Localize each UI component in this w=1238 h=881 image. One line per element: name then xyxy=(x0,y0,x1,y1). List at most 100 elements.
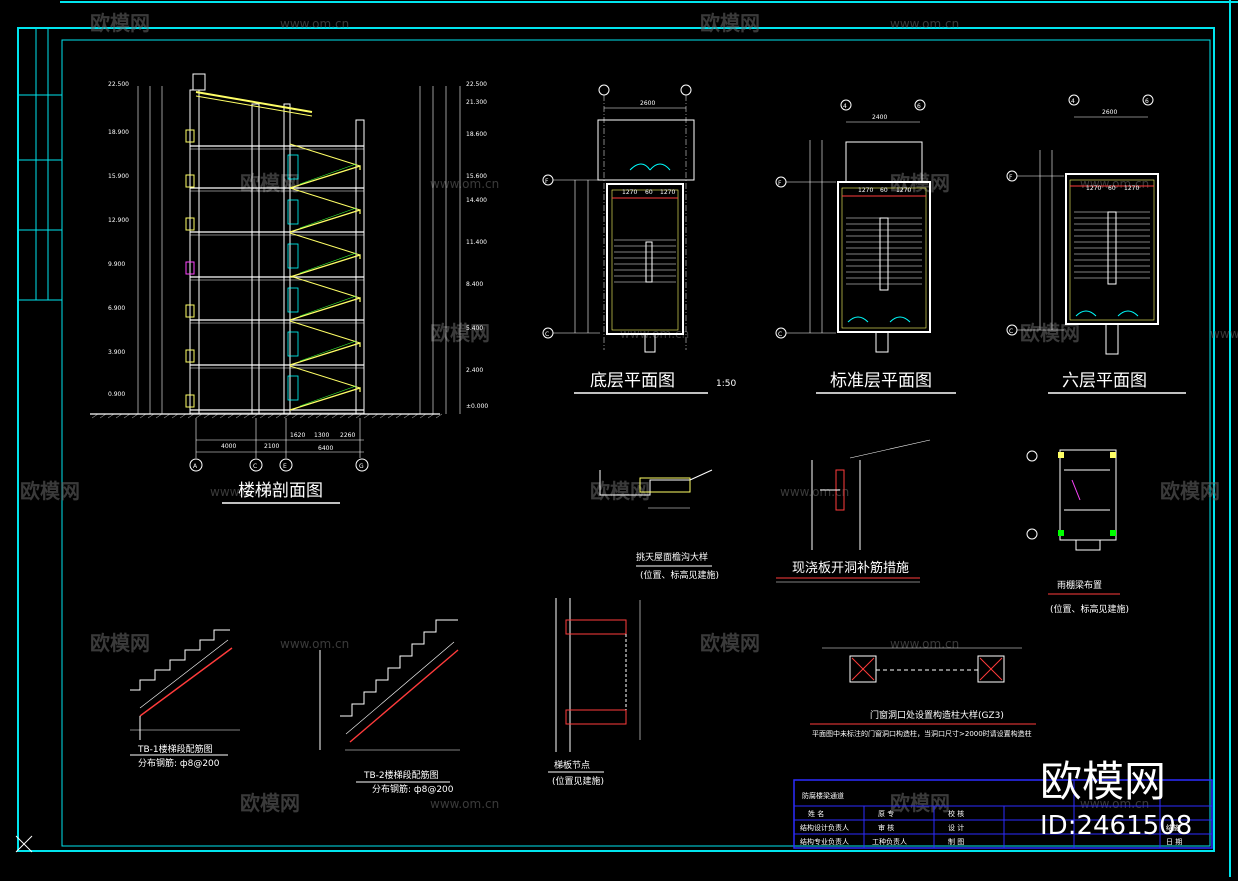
std-sub-2: 60 xyxy=(880,187,888,194)
section-level-left: 0.900 xyxy=(108,391,125,398)
node-title: 梯板节点 xyxy=(554,759,590,771)
gz3-column-detail: 门窗洞口处设置构造柱大样(GZ3) 平面图中未标注的门窗洞口构造柱，当洞口尺寸>… xyxy=(810,647,1036,738)
tb2-reinforcement-drawing: TB-2楼梯段配筋图 分布钢筋: ф8@200 xyxy=(319,619,460,795)
section-level-right: 18.600 xyxy=(466,131,487,138)
section-level-right: 21.300 xyxy=(466,99,487,106)
canopy-note: (位置、标高见建施) xyxy=(1050,603,1129,615)
watermark-brand: 欧模网 xyxy=(590,479,650,503)
ground-axis-f: F xyxy=(545,178,549,185)
section-level-left: 18.900 xyxy=(108,129,129,136)
section-dim-3: 1620 xyxy=(290,432,305,439)
section-level-right: ±0.000 xyxy=(466,403,488,410)
watermark-brand: 欧模网 xyxy=(700,631,760,655)
sixth-floor-plan: 4 6 2600 F C 1270 60 1270 六层平面图 xyxy=(1006,94,1186,394)
brand-overlay-id: ID:2461508 xyxy=(1040,811,1192,841)
section-dim-4: 1300 xyxy=(314,432,329,439)
watermark-brand: 欧模网 xyxy=(890,791,950,815)
standard-floor-plan: 4 6 2400 F C 1270 60 1270 标准层平面图 xyxy=(775,99,956,394)
tb-drawing-no: 结施 xyxy=(1166,823,1180,832)
ground-plan-title: 底层平面图 xyxy=(590,371,675,391)
title-block: 防腐楼梁通道 姓 名 原 专 校 核 结构设计负责人 审 核 设 计 结构专业负… xyxy=(793,779,1213,849)
tb-row-3: 结构设计负责人 xyxy=(800,823,849,832)
tb1-reinforcement-drawing: TB-1楼梯段配筋图 分布钢筋: ф8@200 xyxy=(130,629,240,769)
tb-row-2: 校 核 xyxy=(948,809,964,818)
slab-opening-detail: 现浇板开洞补筋措施 xyxy=(776,439,931,583)
section-level-right: 2.400 xyxy=(466,367,483,374)
watermark-brand: 欧模网 xyxy=(90,11,150,35)
section-dim-6: 6400 xyxy=(318,445,333,452)
tb-row-0: 姓 名 xyxy=(808,809,824,818)
tb-row-6: 结构专业负责人 xyxy=(800,837,849,846)
inner-frame xyxy=(61,39,1211,847)
title-block-project: 防腐楼梁通道 xyxy=(802,791,844,800)
watermark-url: www.om.cn xyxy=(890,637,959,651)
section-level-right: 22.500 xyxy=(466,81,487,88)
canopy-beam-layout: 雨棚梁布置 (位置、标高见建施) xyxy=(1026,449,1129,615)
tb-date-label: 日 期 xyxy=(1166,838,1182,846)
tb-row-5: 设 计 xyxy=(948,823,964,832)
watermark-url: www.om.cn xyxy=(280,637,349,651)
watermark-url: www.om.cn xyxy=(1080,797,1149,811)
tb2-title: TB-2楼梯段配筋图 xyxy=(363,769,439,781)
section-axis-bubbles: A C E G xyxy=(189,458,369,472)
tb-row-1: 原 专 xyxy=(878,809,894,818)
std-axis-6: 6 xyxy=(917,103,921,110)
sixth-sub-1: 1270 xyxy=(1086,185,1101,192)
section-level-left: 3.900 xyxy=(108,349,125,356)
sixth-plan-title: 六层平面图 xyxy=(1062,371,1147,391)
section-dim-1: 4000 xyxy=(221,443,236,450)
std-axis-f: F xyxy=(778,180,782,187)
tb-row-4: 审 核 xyxy=(878,823,894,832)
ground-sub-2: 60 xyxy=(645,189,653,196)
slab-opening-title: 现浇板开洞补筋措施 xyxy=(792,560,909,576)
section-level-left: 9.900 xyxy=(108,261,125,268)
section-level-right: 8.400 xyxy=(466,281,483,288)
ground-sub-1: 1270 xyxy=(622,189,637,196)
ground-axis-c: C xyxy=(545,331,549,338)
std-axis-c: C xyxy=(778,331,782,338)
watermark-url: www.om.cn xyxy=(280,17,349,31)
standard-plan-title: 标准层平面图 xyxy=(830,371,932,391)
watermark-url: www.om.cn xyxy=(430,177,499,191)
watermark-brand: 欧模网 xyxy=(240,791,300,815)
section-dim-5: 2260 xyxy=(340,432,355,439)
crosshair-cursor-icon xyxy=(15,835,33,853)
section-axis-a: A xyxy=(193,463,198,470)
section-title: 楼梯剖面图 xyxy=(238,481,323,501)
eaves-detail-title: 挑天屋面檐沟大样 xyxy=(636,551,708,563)
canopy-title: 雨棚梁布置 xyxy=(1057,579,1102,591)
std-plan-width: 2400 xyxy=(872,114,887,121)
tb-row-8: 制 图 xyxy=(948,837,964,846)
watermark-brand: 欧模网 xyxy=(20,479,80,503)
std-sub-1: 1270 xyxy=(858,187,873,194)
gz3-note: 平面图中未标注的门窗洞口构造柱，当洞口尺寸>2000时请设置构造柱 xyxy=(812,729,1032,738)
section-level-left: 22.500 xyxy=(108,81,129,88)
section-axis-g: G xyxy=(359,463,364,470)
sixth-sub-2: 60 xyxy=(1108,185,1116,192)
sixth-axis-4: 4 xyxy=(1071,98,1075,105)
watermark-url: www.om.cn xyxy=(210,485,279,499)
eaves-gutter-detail: 挑天屋面檐沟大样 (位置、标高见建施) xyxy=(599,469,719,581)
section-level-left: 15.900 xyxy=(108,173,129,180)
section-axis-c: C xyxy=(253,463,257,470)
section-level-left: 6.900 xyxy=(108,305,125,312)
watermark-brand: 欧模网 xyxy=(700,11,760,35)
section-level-right: 15.600 xyxy=(466,173,487,180)
ground-floor-plan: 2600 F C 1270 60 1270 底层平面图 1:50 xyxy=(542,84,736,394)
stair-section-drawing: 4000 2100 1620 1300 2260 6400 A C E G 22… xyxy=(90,73,488,504)
node-note: (位置见建施) xyxy=(552,775,604,787)
tb2-note: 分布钢筋: ф8@200 xyxy=(372,783,454,795)
section-level-right: 5.400 xyxy=(466,325,483,332)
gz3-title: 门窗洞口处设置构造柱大样(GZ3) xyxy=(870,709,1004,721)
std-axis-4: 4 xyxy=(843,103,847,110)
drawing-frame xyxy=(17,27,1215,852)
section-level-right: 14.400 xyxy=(466,197,487,204)
brand-overlay-name: 欧模网 xyxy=(1040,757,1166,806)
binding-strip xyxy=(18,28,62,301)
sixth-axis-c: C xyxy=(1009,328,1013,335)
tb1-title: TB-1楼梯段配筋图 xyxy=(137,743,213,755)
watermark-brand: 欧模网 xyxy=(1160,479,1220,503)
